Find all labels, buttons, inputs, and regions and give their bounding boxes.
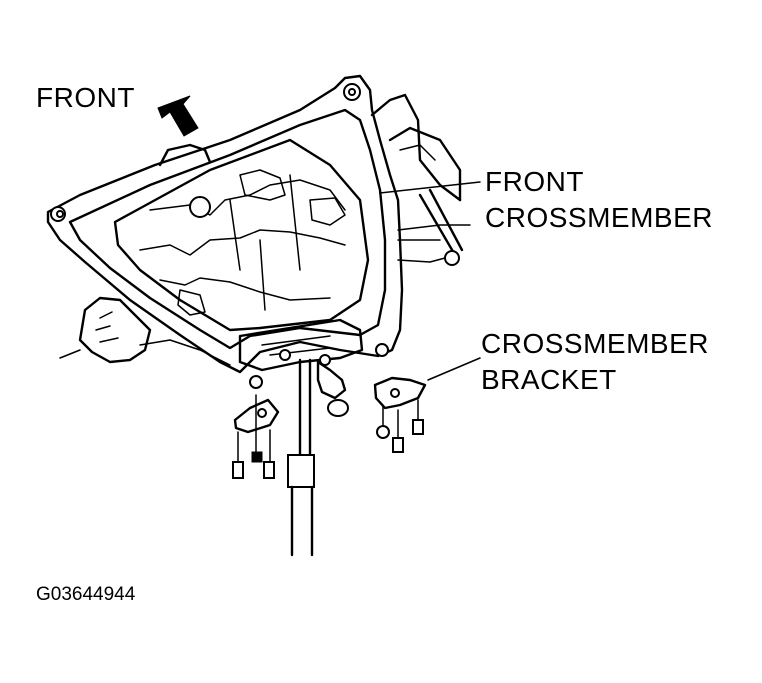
- crossmember-bracket-label-line1: CROSSMEMBER: [481, 328, 709, 359]
- front-crossmember-leader: [379, 181, 481, 194]
- steering-shaft: [279, 349, 349, 557]
- front-crossmember-label-line2: CROSSMEMBER: [485, 202, 713, 233]
- crossmember-frame: [46, 74, 471, 374]
- crossmember-bracket-leader: [427, 357, 481, 381]
- front-crossmember-label-line1: FRONT: [485, 166, 584, 197]
- front-arrow-icon: [157, 95, 199, 137]
- figure-code: G03644944: [36, 584, 136, 605]
- front-label: FRONT: [36, 82, 135, 113]
- crossmember-bracket-label-line2: BRACKET: [481, 364, 617, 395]
- left-crossmember-bracket: [232, 375, 280, 479]
- right-crossmember-bracket: [373, 343, 427, 453]
